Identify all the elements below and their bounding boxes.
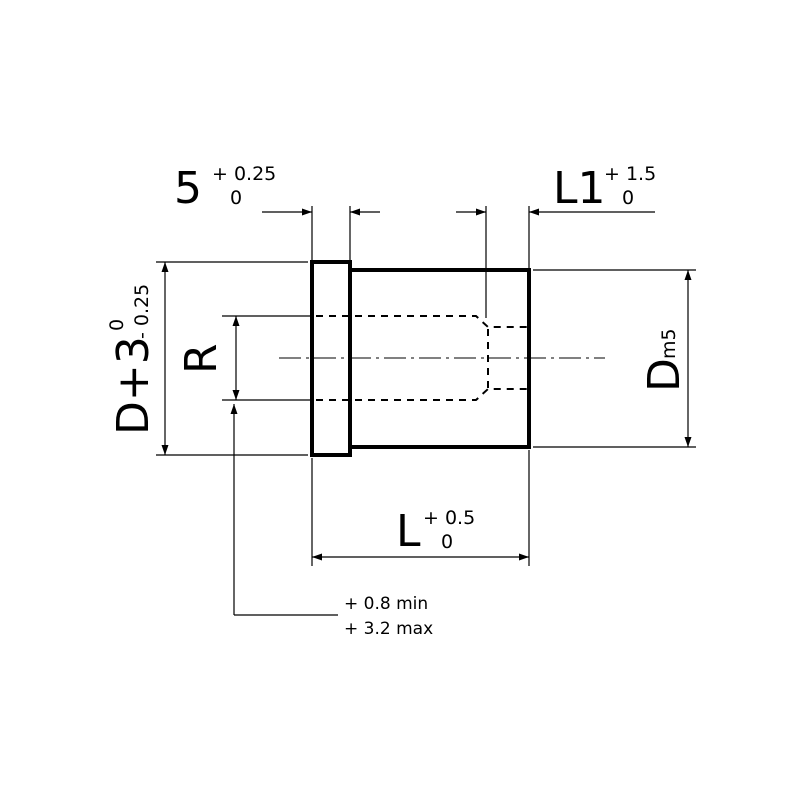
dim-counterbore-depth: L1 + 1.5 0 — [456, 163, 656, 216]
leader-note: + 0.8 min + 3.2 max — [230, 404, 433, 639]
bore-hidden-lines — [316, 315, 527, 401]
extension-lines — [156, 206, 696, 566]
dim-flange-diameter-upper: 0 — [106, 319, 128, 331]
dim-flange-diameter-lower: - 0.25 — [131, 284, 153, 339]
dim-length-value: L — [396, 506, 421, 557]
dim-flange-diameter: D+3 0 - 0.25 — [106, 262, 169, 455]
dim-outer-diameter-value: D — [639, 358, 690, 392]
dim-counterbore-depth-lower: 0 — [622, 187, 634, 209]
dim-outer-diameter-subscript: m5 — [658, 328, 680, 359]
dim-bore-value: R — [176, 343, 227, 374]
dim-flange-width-value: 5 — [174, 163, 202, 214]
bushing-part — [279, 260, 605, 457]
note-line-2: + 3.2 max — [344, 619, 433, 639]
dim-bore: R — [176, 316, 240, 400]
dim-flange-width: 5 + 0.25 0 — [174, 163, 380, 216]
dim-counterbore-depth-upper: + 1.5 — [604, 163, 656, 185]
dim-length: L + 0.5 0 — [312, 506, 529, 561]
dim-counterbore-depth-value: L1 — [553, 163, 606, 214]
dim-flange-width-lower: 0 — [230, 187, 242, 209]
dim-flange-diameter-value: D+3 — [108, 336, 159, 435]
dim-flange-width-upper: + 0.25 — [212, 163, 276, 185]
dim-length-upper: + 0.5 — [423, 507, 475, 529]
dim-length-lower: 0 — [441, 531, 453, 553]
dim-outer-diameter: D m5 — [639, 270, 692, 447]
note-line-1: + 0.8 min — [344, 594, 428, 614]
